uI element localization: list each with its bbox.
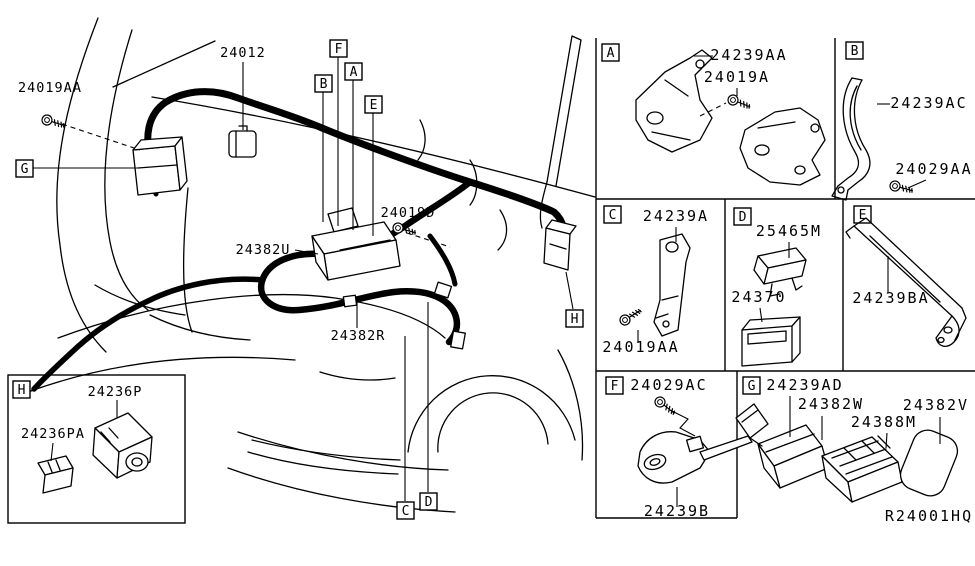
callout-box-b: B (314, 74, 333, 93)
connector-h-drawing (543, 219, 577, 271)
callout-box-a: A (344, 62, 363, 81)
panel-section-a: A 24239AA 24019A (601, 43, 826, 186)
callout-box-g: G (15, 159, 34, 178)
callout-box-c: C (396, 501, 415, 520)
part-label-c-24019aa: 24019AA (602, 338, 679, 356)
panel-section-b: B 24239AC 24029AA (831, 41, 972, 201)
callout-letter-a: A (350, 65, 358, 80)
callout-letter-d: D (425, 495, 433, 510)
part-label-d-25465m: 25465M (756, 222, 822, 240)
panel-letter-f: F (611, 379, 619, 394)
module-24382u-drawing (311, 207, 401, 281)
callout-box-f: F (329, 39, 348, 58)
part-label-f-24239b: 24239B (644, 502, 710, 520)
leader-zigzag (669, 409, 696, 437)
callout-letter-b: B (320, 77, 328, 92)
part-label-g-24239ad: 24239AD (766, 376, 843, 394)
main-leader-lines (33, 57, 574, 501)
part-label-a-24239aa: 24239AA (710, 46, 787, 64)
connector-24239ad-24382w-drawing (735, 403, 829, 489)
callout-box-h: H (565, 309, 584, 328)
part-label-f-24029ac: 24029AC (630, 376, 707, 394)
part-label-e-24239ba: 24239BA (852, 289, 929, 307)
diagram-ref-code: R24001HQ (885, 507, 973, 525)
holder-24370-drawing (741, 316, 801, 367)
part-label-g-24382w: 24382W (798, 395, 864, 413)
part-label-24012: 24012 (220, 45, 266, 61)
panel-section-e: E 24239BA (845, 205, 967, 348)
panel-letter-c: C (609, 208, 617, 223)
callout-box-inset-h: H (12, 380, 31, 399)
fuse-block-24388m-drawing (821, 435, 903, 503)
cover-24382v-drawing (899, 429, 959, 497)
callout-letter-g: G (21, 162, 29, 177)
callout-letter-c: C (402, 504, 410, 519)
part-label-24382r: 24382R (331, 328, 386, 344)
bracket-24239ac-drawing (831, 77, 871, 201)
callout-letter-inset-h: H (18, 383, 26, 398)
screw-icon (725, 92, 753, 112)
part-label-24019d: 24019D (381, 205, 436, 221)
callout-letter-h: H (571, 312, 579, 327)
part-label-24019aa: 24019AA (18, 80, 82, 96)
relay-25465m-drawing (753, 247, 807, 297)
panel-section-g: G 24239AD 24382W 24388M 24382V (735, 376, 969, 503)
relay-component-main (132, 136, 188, 196)
part-label-24382u: 24382U (236, 242, 291, 258)
screw-icon (40, 113, 67, 131)
wiring-harness (31, 88, 567, 392)
car-outline (27, 17, 596, 513)
panel-letter-b: B (851, 44, 859, 59)
part-label-g-24388m: 24388M (851, 413, 917, 431)
bracket-24239ba-drawing (845, 217, 967, 348)
part-label-b-24239ac: 24239AC (890, 94, 967, 112)
part-label-24236pa: 24236PA (21, 426, 85, 442)
bracket-24019a-drawing (739, 107, 826, 186)
panel-letter-g: G (748, 379, 756, 394)
callout-box-d: D (419, 492, 438, 511)
relay-24236p-drawing (92, 412, 153, 479)
part-label-g-24382v: 24382V (903, 396, 969, 414)
screw-icon (652, 394, 678, 418)
small-connectors (342, 281, 466, 350)
panel-letter-a: A (607, 46, 615, 61)
part-label-b-24029aa: 24029AA (895, 160, 972, 178)
panel-section-f: F 24029AC 24239B (605, 376, 753, 520)
callout-box-panel-d: D (733, 207, 752, 226)
callout-box-e: E (364, 95, 383, 114)
clip-24236pa-drawing (37, 455, 74, 494)
screw-icon (617, 305, 644, 328)
panel-section-d: D 25465M 24370 (731, 207, 822, 367)
callout-box-panel-g: G (742, 376, 761, 395)
callout-letter-f: F (335, 42, 343, 57)
callout-box-panel-b: B (845, 41, 864, 60)
inset-section-h: H 24236P 24236PA (7, 374, 186, 524)
bracket-24239b-drawing (637, 431, 753, 484)
callout-box-panel-c: C (603, 205, 622, 224)
clip-24012-drawing (228, 125, 257, 158)
part-label-d-24370: 24370 (731, 288, 786, 306)
panel-section-c: C 24239A 24019AA (602, 205, 709, 356)
callout-box-panel-a: A (601, 43, 620, 62)
panel-letter-d: D (739, 210, 747, 225)
callout-letter-e: E (370, 98, 378, 113)
callout-box-panel-f: F (605, 376, 624, 395)
part-label-24236p: 24236P (88, 384, 143, 400)
bracket-24239aa-drawing (635, 49, 713, 153)
bracket-24239a-drawing (653, 233, 691, 337)
panel-letter-e: E (859, 208, 867, 223)
part-label-a-24019a: 24019A (704, 68, 770, 86)
part-label-c-24239a: 24239A (643, 207, 709, 225)
